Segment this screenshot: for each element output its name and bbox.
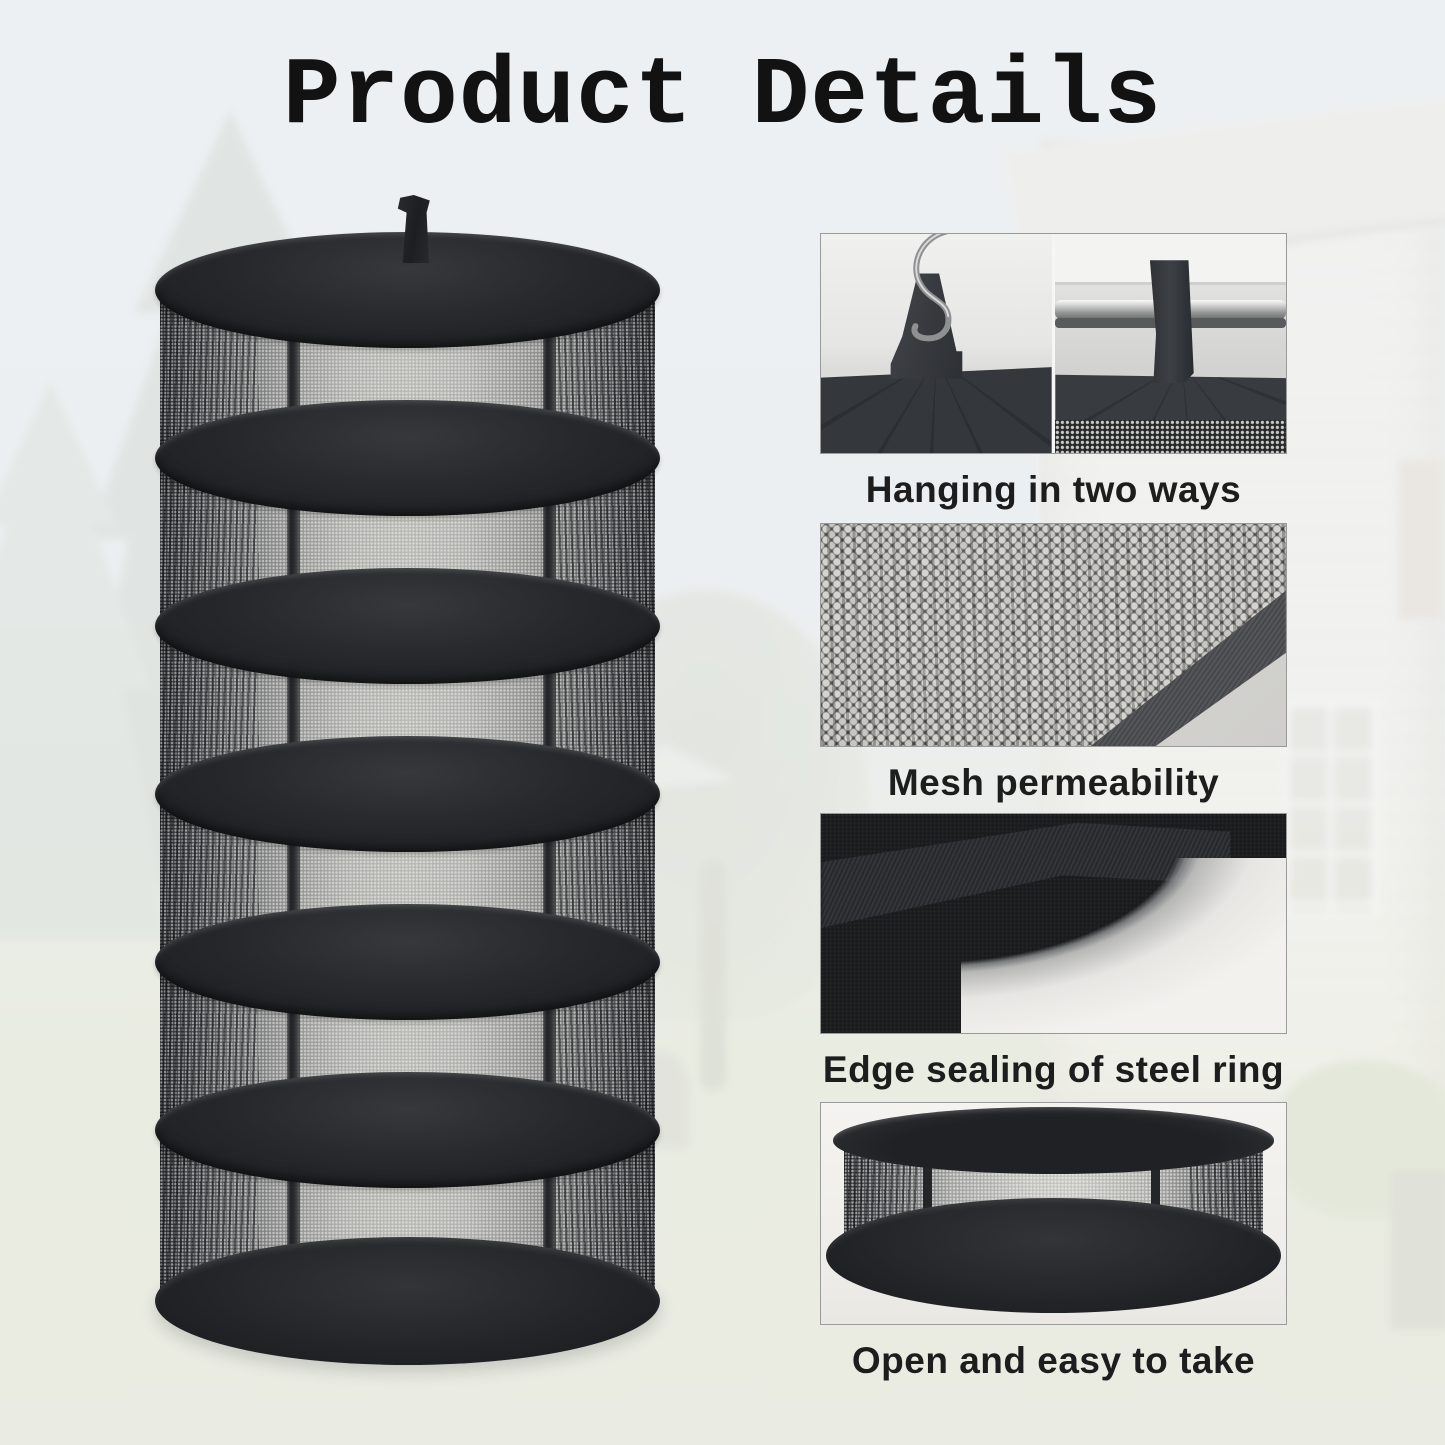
detail-card-mesh — [820, 523, 1287, 747]
open-tier-bottom-disc — [825, 1198, 1282, 1313]
page-title: Product Details — [282, 42, 1163, 151]
photo-divider — [1051, 234, 1056, 453]
detail-section-hanging: Hanging in two ways — [820, 233, 1287, 511]
house-shutter — [1398, 460, 1445, 620]
s-hook-icon — [911, 234, 952, 342]
detail-caption: Hanging in two ways — [865, 469, 1242, 510]
bottom-disc — [155, 1237, 660, 1365]
detail-card-open — [820, 1102, 1287, 1325]
house-window — [1283, 700, 1379, 919]
detail-section-mesh: Mesh permeability — [820, 523, 1287, 804]
detail-section-edge: Edge sealing of steel ring — [820, 813, 1287, 1091]
detail-card-edge — [820, 813, 1287, 1034]
tier-disc — [155, 568, 660, 684]
ring-edge-curve — [960, 857, 1286, 1033]
detail-caption: Edge sealing of steel ring — [822, 1049, 1285, 1090]
open-tier-top-ring — [832, 1107, 1275, 1174]
vertical-strap-seam — [923, 1138, 933, 1258]
product-image-drying-rack — [155, 195, 660, 1380]
mesh-edge-band — [1055, 420, 1286, 453]
tarp-top-surface — [821, 367, 1052, 453]
willow-trunk — [700, 860, 726, 1090]
tier-disc — [155, 904, 660, 1020]
tier-disc — [155, 1072, 660, 1188]
detail-caption: Open and easy to take — [851, 1340, 1256, 1381]
photo-s-hook-hanging — [821, 234, 1052, 453]
tier-disc — [155, 736, 660, 852]
window-grid — [1290, 707, 1372, 912]
detail-card-hanging — [820, 233, 1287, 454]
tier-disc — [155, 400, 660, 516]
vertical-strap-seam — [1151, 1138, 1161, 1258]
detail-caption: Mesh permeability — [887, 762, 1220, 803]
garden-bush-small — [1390, 1170, 1445, 1330]
strap-over-rod — [1149, 260, 1194, 383]
photo-strap-on-rod — [1055, 234, 1286, 453]
detail-section-open: Open and easy to take — [820, 1102, 1287, 1382]
